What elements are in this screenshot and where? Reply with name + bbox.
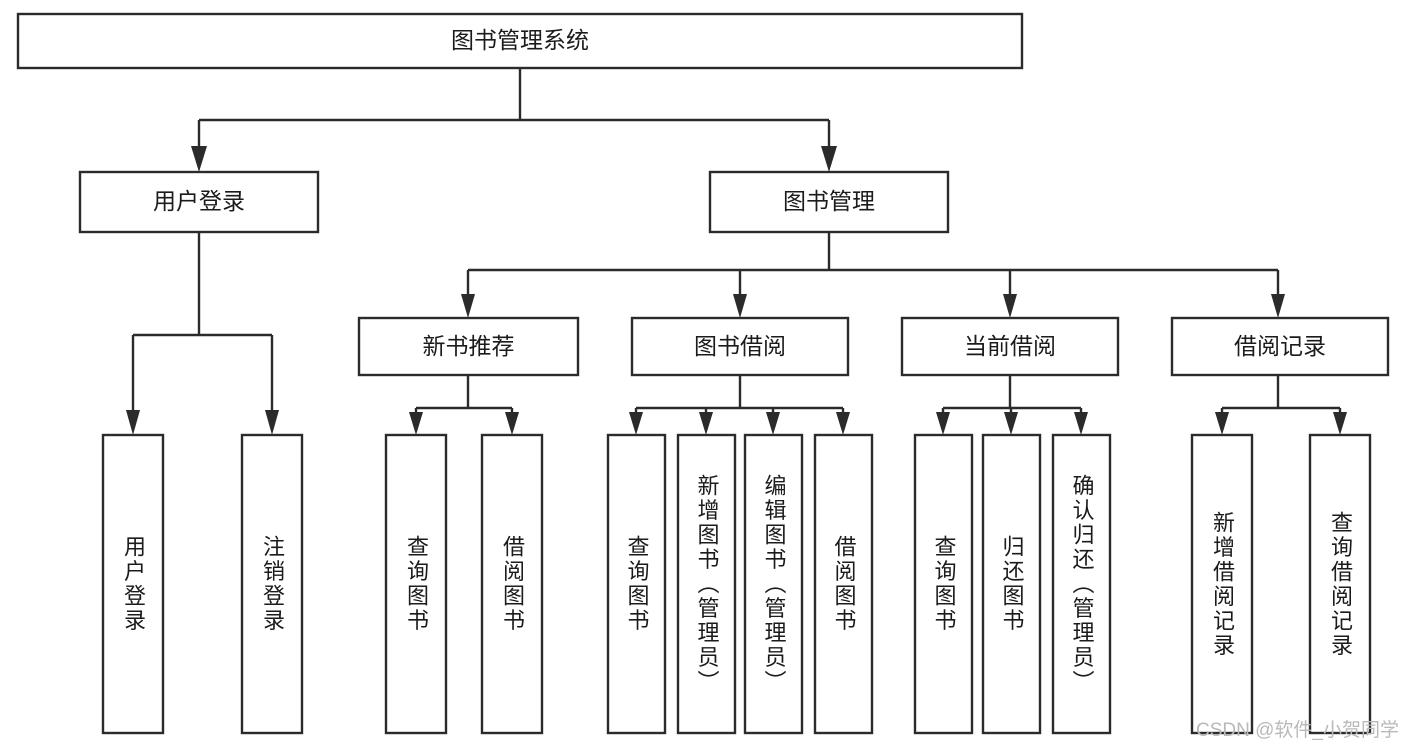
arrow-head-icon	[1003, 294, 1017, 318]
arrow-head-icon	[733, 294, 747, 318]
arrow-head-icon	[265, 410, 279, 435]
node-box-user-login[interactable]	[78, 170, 320, 234]
node-box-leaf-return-book[interactable]	[981, 433, 1042, 735]
node-box-book-manage[interactable]	[708, 170, 950, 234]
arrow-head-icon	[1271, 294, 1285, 318]
node-box-leaf-query-book-b[interactable]	[606, 433, 667, 735]
arrow-head-icon	[1215, 412, 1229, 435]
arrow-head-icon	[699, 412, 713, 435]
node-box-leaf-query-book-c[interactable]	[913, 433, 974, 735]
edge-group-borrow-record	[1215, 375, 1347, 435]
arrow-head-icon	[191, 146, 207, 172]
arrow-head-icon	[1004, 412, 1018, 435]
node-box-new-book-rec[interactable]	[357, 316, 580, 377]
node-box-current-borrow[interactable]	[900, 316, 1120, 377]
arrow-head-icon	[1333, 412, 1347, 435]
arrow-head-icon	[461, 294, 475, 318]
node-box-leaf-borrow-book-b[interactable]	[813, 433, 874, 735]
edge-group-root	[191, 68, 837, 172]
node-box-leaf-borrow-book-a[interactable]	[480, 433, 544, 735]
arrow-head-icon	[821, 146, 837, 172]
node-box-leaf-query-borrow-record[interactable]	[1308, 433, 1372, 735]
arrow-head-icon	[836, 412, 850, 435]
node-box-leaf-user-login[interactable]	[101, 433, 165, 735]
edge-group-user-login	[126, 232, 279, 435]
arrow-head-icon	[629, 412, 643, 435]
node-box-leaf-query-book-a[interactable]	[384, 433, 448, 735]
node-box-leaf-add-book-admin[interactable]	[676, 433, 737, 735]
arrow-head-icon	[126, 410, 140, 435]
edge-group-new-book-rec	[409, 375, 519, 435]
edge-group-book-borrow	[629, 375, 850, 435]
arrow-head-icon	[766, 412, 780, 435]
arrow-head-icon	[409, 412, 423, 435]
node-box-root[interactable]	[16, 12, 1024, 70]
edge-group-book-manage	[461, 232, 1285, 318]
arrow-head-icon	[936, 412, 950, 435]
node-box-leaf-edit-book-admin[interactable]	[743, 433, 804, 735]
node-box-leaf-add-borrow-record[interactable]	[1190, 433, 1254, 735]
node-box-book-borrow[interactable]	[630, 316, 850, 377]
node-box-leaf-logout[interactable]	[240, 433, 304, 735]
arrow-head-icon	[1074, 412, 1088, 435]
node-box-leaf-confirm-return-admin[interactable]	[1051, 433, 1112, 735]
edge-group-current-borrow	[936, 375, 1088, 435]
arrow-head-icon	[505, 412, 519, 435]
node-box-borrow-record[interactable]	[1170, 316, 1390, 377]
